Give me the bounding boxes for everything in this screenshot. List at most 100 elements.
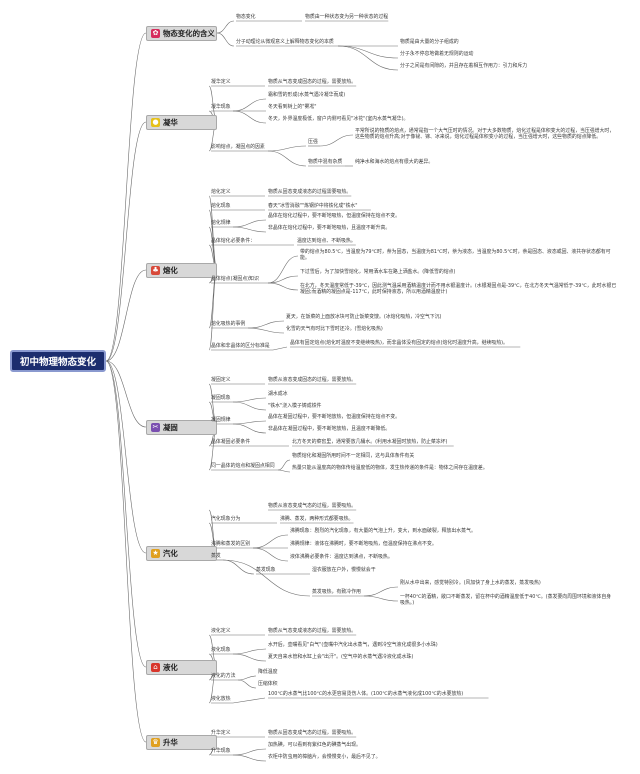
branch-detail: 北方冬天的菜窖里，通常要放几桶水。(利用水凝固时放热，防止菜冻坏): [292, 439, 448, 445]
branch-connector: [319, 134, 354, 147]
category-4[interactable]: ✂凝固: [146, 420, 217, 435]
branch-connector: [232, 98, 267, 112]
branch-point: 下过雪后，为了加快雪熔化，常用洒水车在路上洒盐水。(降低雪的熔点): [300, 269, 456, 275]
branch-connector: [232, 697, 266, 704]
branch-label: 熔化定义: [211, 189, 231, 195]
scissors-icon: ✂: [151, 423, 160, 432]
branch-label: 液化的方法: [211, 673, 236, 679]
branch-point: 衣柜中防虫用的樟脑片，会慢慢变小，最后不见了。: [268, 754, 381, 760]
branch-connector: [232, 397, 267, 403]
sub-branch-label: 压强: [308, 139, 318, 145]
branch-connector: [232, 219, 267, 228]
branch-connector: [363, 595, 399, 602]
branch-detail: 晶体有固定熔点(熔化时温度不变继续吸热)，而非晶体没有固定的熔点(熔化时温度升高…: [290, 340, 508, 346]
branch-connector: [105, 360, 147, 428]
medal-icon: ★: [151, 549, 160, 558]
branch-connector: [105, 360, 147, 554]
branch-label: 汽化现象分为: [211, 516, 241, 522]
branch-connector: [232, 401, 267, 411]
branch-connector: [237, 675, 257, 681]
branch-label: 凝固现象: [211, 395, 231, 401]
branch-label: 同一晶体的熔点和凝固点相同: [211, 463, 275, 469]
category-label: 熔化: [163, 266, 178, 275]
branch-connector: [363, 586, 399, 597]
branch-connector: [105, 32, 147, 362]
branch-point: 分子之间是有间隙的，并且存在着相互作用力：引力和斥力: [400, 63, 528, 69]
branch-detail: 沸腾、蒸发，两种形式都要吸热。: [280, 516, 354, 522]
branch-connector: [277, 459, 291, 471]
branch-label: 晶体熔点(凝固点)知识: [211, 276, 259, 282]
category-5[interactable]: ★汽化: [146, 546, 217, 561]
branch-detail: 物质从固态变成液态的过程需要吸热。: [268, 189, 352, 195]
branch-connector: [337, 45, 399, 71]
branch-point: 夏天自来水管和水缸上会"出汗"。(空气中的水蒸气遇冷液化成水珠): [268, 654, 414, 660]
branch-point: 湖水成冰: [268, 391, 288, 397]
branch-connector: [222, 559, 311, 597]
category-6[interactable]: ⌂液化: [146, 660, 217, 675]
branch-label: 升华现象: [211, 748, 231, 754]
branch-point: 在北方，冬天温度常低于-39℃，因此测气温采用酒精温度计而不用水银温度计。(水银…: [300, 283, 617, 296]
root-topic[interactable]: 初中物理物态变化: [10, 350, 106, 372]
category-label: 升华: [163, 738, 178, 747]
branch-label: 液化现象: [211, 647, 231, 653]
branch-point: 水开后，壶嘴看见"白气"(壶嘴中汽化出水蒸气，遇到冷空气液化成很多小水珠): [268, 642, 438, 648]
branch-point: 霜和雪的形成(水蒸气遇冷凝华而成): [268, 92, 346, 98]
branch-connector: [105, 360, 147, 668]
branch-connector: [237, 679, 257, 689]
flower-icon: ✿: [151, 29, 160, 38]
branch-connector: [277, 469, 291, 473]
branch-connector: [267, 150, 307, 167]
branch-label: 升华定义: [211, 730, 231, 736]
branch-label: 液化定义: [211, 628, 231, 634]
category-3[interactable]: ♣熔化: [146, 263, 217, 278]
branch-connector: [232, 420, 267, 425]
branch-detail: 物质从液态变成气态的过程，需要吸热。: [268, 503, 357, 509]
tree-icon: ♣: [151, 266, 160, 275]
category-label: 凝华: [163, 118, 178, 127]
branch-label: 凝华定义: [211, 79, 231, 85]
sub-branch-label: 蒸发现象: [256, 567, 276, 573]
branch-label: 沸腾和蒸发的区别: [211, 541, 251, 547]
branch-point: 分子永不停息地做着无规则的运动: [400, 51, 474, 57]
branch-point: 沸腾现象：剧烈的汽化现象，有大量的气泡上升，变大，到水面破裂，释放出水蒸气。: [290, 528, 476, 534]
sub-branch-detail: 平常所说的物质的熔点，通常是指一个大气压时的情况。对于大多数物质，熔化过程是体积…: [355, 128, 615, 141]
branch-label: 凝固定义: [211, 377, 231, 383]
category-label: 物态变化的含义: [163, 29, 215, 38]
branch-detail: 物质从气态变成固态的过程，需要放热。: [268, 79, 357, 85]
branch-connector: [272, 346, 288, 351]
branch-connector: [232, 110, 267, 124]
branch-label: 凝华现象: [211, 104, 231, 110]
branch-point: 热量只能从温度高的物体传给温度低的物体，发生热传递的条件是：物体之间存在温度差。: [292, 465, 488, 471]
branch-label: 分子动理论从微观意义上解释物态变化的本质: [236, 39, 334, 45]
sub-branch-point: 刚从水中出来，感觉特别冷。(风加快了身上水的蒸发，蒸发吸热): [400, 580, 541, 586]
branch-connector: [232, 748, 267, 756]
branch-point: 带的熔点为80.5℃，当温度为79℃时，萘为固态，当温度为81℃时，萘为液态，当…: [300, 249, 611, 262]
branch-point: 化雪的天气有时比下雪时还冷。(雪熔化吸热): [286, 326, 383, 332]
branch-point: 非晶体在凝固过程中，要不断地放热，且温度不断降低。: [268, 426, 391, 432]
branch-detail: 物质从气态变成液态的过程，需要放热。: [268, 628, 357, 634]
branch-point: 冬天看到树上的"雾凇": [268, 104, 317, 110]
category-1[interactable]: ✿物态变化的含义: [146, 26, 217, 41]
branch-detail: 温度达到熔点、不断吸热。: [297, 238, 356, 244]
branch-point: 非晶体在熔化过程中，要不断地吸热，且温度不断升高。: [268, 225, 391, 231]
branch-connector: [105, 360, 147, 743]
branch-connector: [337, 45, 399, 59]
house-icon: ⌂: [151, 663, 160, 672]
category-2[interactable]: ●凝华: [146, 115, 217, 130]
branch-connector: [267, 275, 299, 284]
branch-point: 物质熔化和凝固所用时间不一定相同，这与具体条件有关: [292, 453, 415, 459]
branch-point: 加热碘，可以看到有紫红色的碘蒸气出现。: [268, 742, 361, 748]
sub-branch-point: 一杯40℃的酒精，敞口不断蒸发，留在杯中的酒精温度低于40℃。(蒸发要向周围环境…: [400, 594, 612, 607]
branch-point: 夏天，在饭菜的上面放冰块可防止饭菜变馊。(冰熔化吸热，冷空气下沉): [286, 314, 442, 320]
branch-connector: [267, 282, 299, 291]
category-7[interactable]: ♛升华: [146, 735, 217, 750]
branch-connector: [222, 559, 255, 575]
branch-label: 熔化现象: [211, 203, 231, 209]
branch-point: 压缩体积: [258, 681, 278, 687]
branch-label: 物态变化: [236, 14, 256, 20]
branch-label: 晶体和非晶体的区分标准是: [211, 343, 270, 349]
branch-connector: [252, 534, 289, 549]
branch-detail: 100℃的水蒸气比100℃的水更容易烫伤人体。(100℃的水蒸气液化成100℃的…: [268, 691, 464, 697]
branch-label: 晶体熔化必要条件：: [211, 238, 256, 244]
branch-connector: [232, 423, 267, 434]
